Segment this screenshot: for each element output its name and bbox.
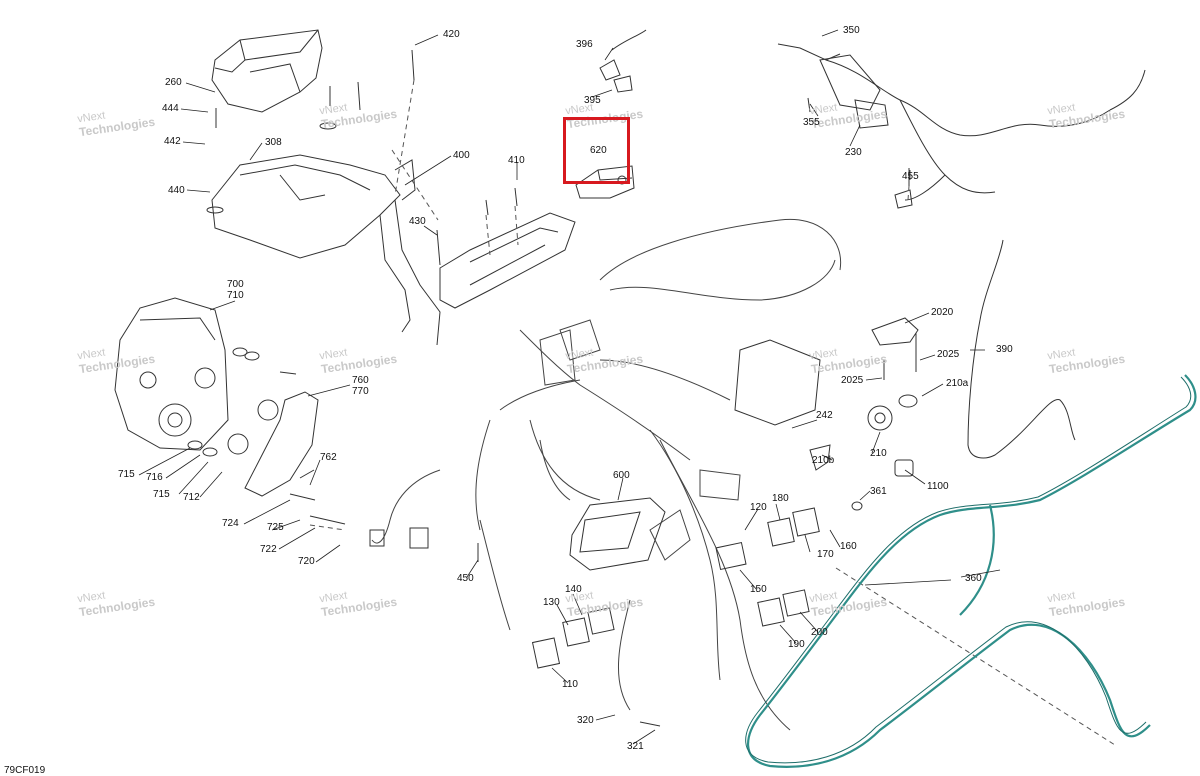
callout-410[interactable]: 410 [508,155,525,166]
callout-442[interactable]: 442 [164,136,181,147]
part-700-housing [114,297,229,451]
callout-762[interactable]: 762 [320,452,337,463]
callout-260[interactable]: 260 [165,77,182,88]
callout-180[interactable]: 180 [772,493,789,504]
callout-440[interactable]: 440 [168,185,185,196]
callout-200[interactable]: 200 [811,627,828,638]
part-2020-switch [734,317,919,477]
callout-140[interactable]: 140 [565,584,582,595]
callout-720[interactable]: 720 [298,556,315,567]
diagram-code: 79CF019 [4,765,46,776]
alignment-lines [309,79,1116,746]
part-260-cover [211,29,323,113]
part-396-sensor [599,29,647,93]
callout-725[interactable]: 725 [267,522,284,533]
callout-210b[interactable]: 210b [812,455,835,466]
callout-2025-left[interactable]: 2025 [841,375,864,386]
callout-150[interactable]: 150 [750,584,767,595]
highlight-box-620 [563,117,630,184]
callout-722[interactable]: 722 [260,544,277,555]
callout-444[interactable]: 444 [162,103,179,114]
callout-700[interactable]: 700 [227,279,244,290]
part-600-display [569,497,666,571]
callout-450[interactable]: 450 [457,573,474,584]
callout-760[interactable]: 760 [352,375,369,386]
callout-395[interactable]: 395 [584,95,601,106]
callout-242[interactable]: 242 [816,410,833,421]
callout-210[interactable]: 210 [870,448,887,459]
part-360-tube-inner [745,376,1192,764]
connectors [369,507,820,669]
washers-715 [187,122,918,511]
callout-620[interactable]: 620 [590,145,607,156]
part-410-panel [439,212,576,309]
callout-210a[interactable]: 210a [946,378,969,389]
callout-724[interactable]: 724 [222,518,239,529]
callout-715-lower[interactable]: 715 [153,489,170,500]
callout-320[interactable]: 320 [577,715,594,726]
callout-390[interactable]: 390 [996,344,1013,355]
callout-170[interactable]: 170 [817,549,834,560]
part-350-harness [777,43,1146,209]
callout-712[interactable]: 712 [183,492,200,503]
callout-360[interactable]: 360 [965,573,982,584]
callout-2025-right[interactable]: 2025 [937,349,960,360]
part-760-bracket [227,391,319,501]
fasteners [215,49,917,727]
callout-2020[interactable]: 2020 [931,307,954,318]
callout-120[interactable]: 120 [750,502,767,513]
leader-lines [138,29,1001,745]
callout-710[interactable]: 710 [227,290,244,301]
callout-160[interactable]: 160 [840,541,857,552]
callout-455[interactable]: 455 [902,171,919,182]
callout-190[interactable]: 190 [788,639,805,650]
callout-355[interactable]: 355 [803,117,820,128]
callout-770[interactable]: 770 [352,386,369,397]
callout-400[interactable]: 400 [453,150,470,161]
callout-716[interactable]: 716 [146,472,163,483]
callout-308[interactable]: 308 [265,137,282,148]
callout-130[interactable]: 130 [543,597,560,608]
main-harness [371,218,842,731]
callout-110[interactable]: 110 [562,679,578,690]
callout-361[interactable]: 361 [870,486,887,497]
callout-715-left[interactable]: 715 [118,469,135,480]
callout-396[interactable]: 396 [576,39,593,50]
callout-350[interactable]: 350 [843,25,860,36]
part-390-pipe [967,239,1076,459]
callout-600[interactable]: 600 [613,470,630,481]
callout-1100[interactable]: 1100 [927,481,949,492]
part-620-module [575,165,635,199]
callout-430[interactable]: 430 [409,216,426,227]
callout-420[interactable]: 420 [443,29,460,40]
part-400-bracket [211,154,441,346]
part-360-tube [747,374,1197,768]
callout-230[interactable]: 230 [845,147,862,158]
callout-321[interactable]: 321 [627,741,644,752]
